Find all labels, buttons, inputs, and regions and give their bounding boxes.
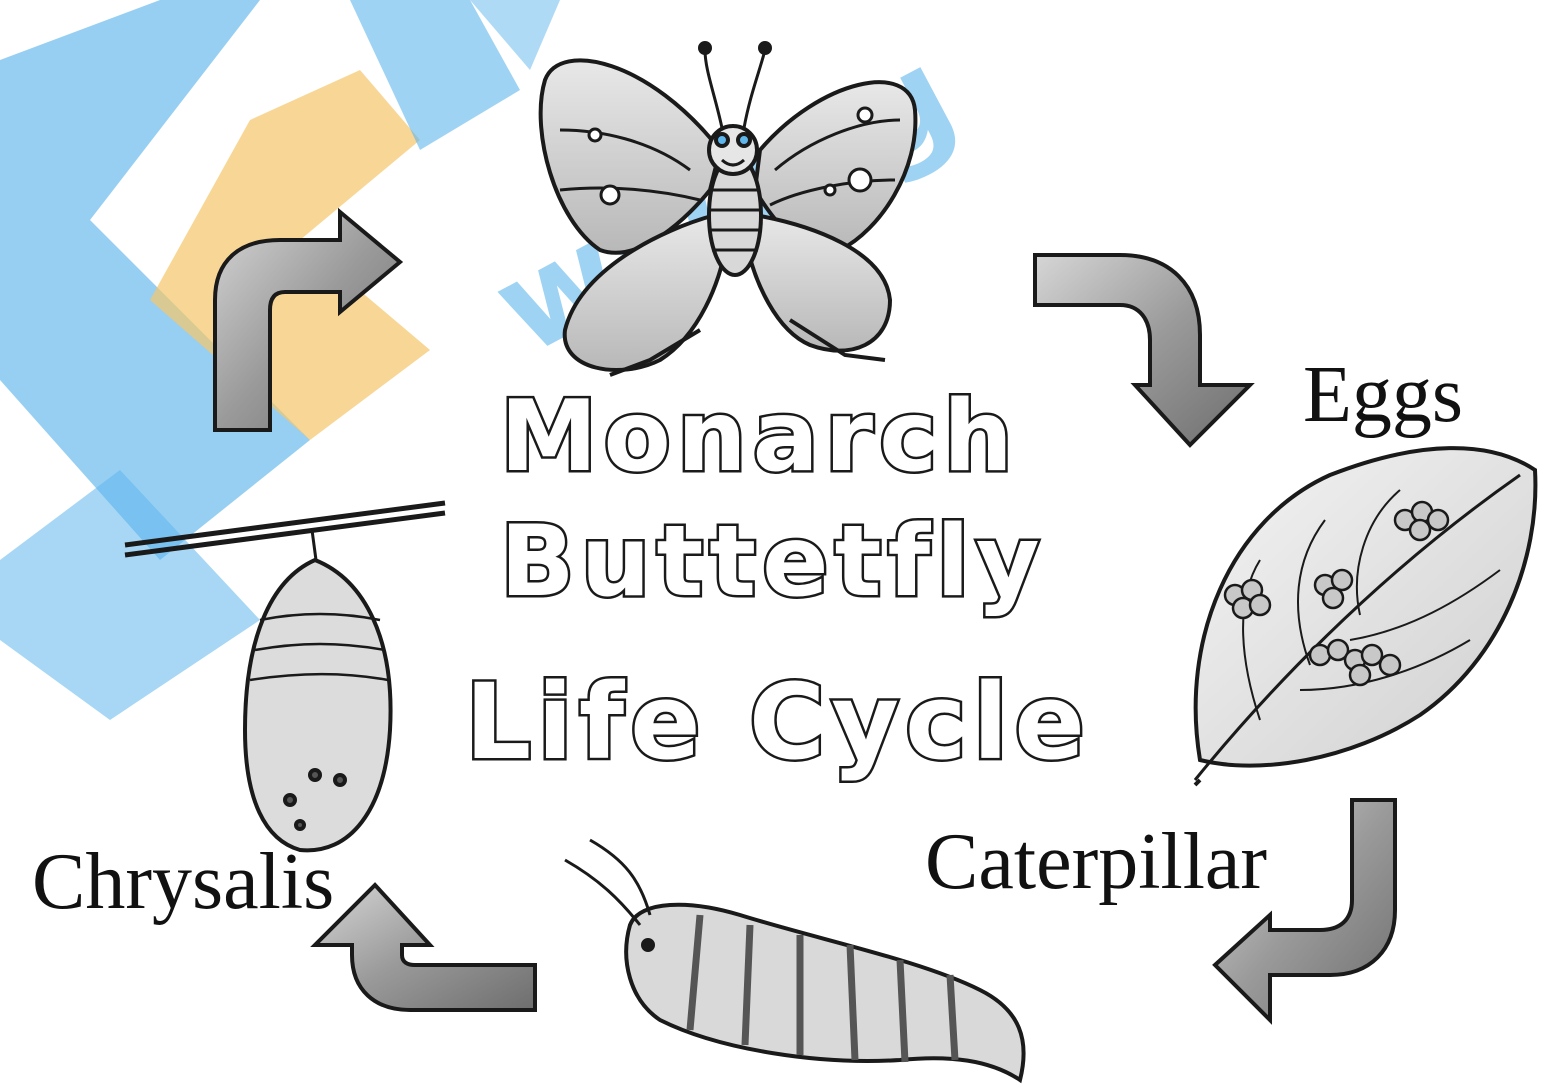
title-line-1: Monarch xyxy=(500,388,1019,486)
label-chrysalis: Chrysalis xyxy=(32,842,334,922)
label-caterpillar: Caterpillar xyxy=(925,822,1267,902)
label-eggs: Eggs xyxy=(1303,355,1463,435)
title-line-3: Life Cycle xyxy=(465,670,1091,774)
leaf-with-eggs-icon xyxy=(1195,448,1535,785)
title-line-2: Buttetfly xyxy=(500,513,1046,611)
butterfly-icon xyxy=(541,43,916,375)
chrysalis-icon xyxy=(125,503,445,850)
